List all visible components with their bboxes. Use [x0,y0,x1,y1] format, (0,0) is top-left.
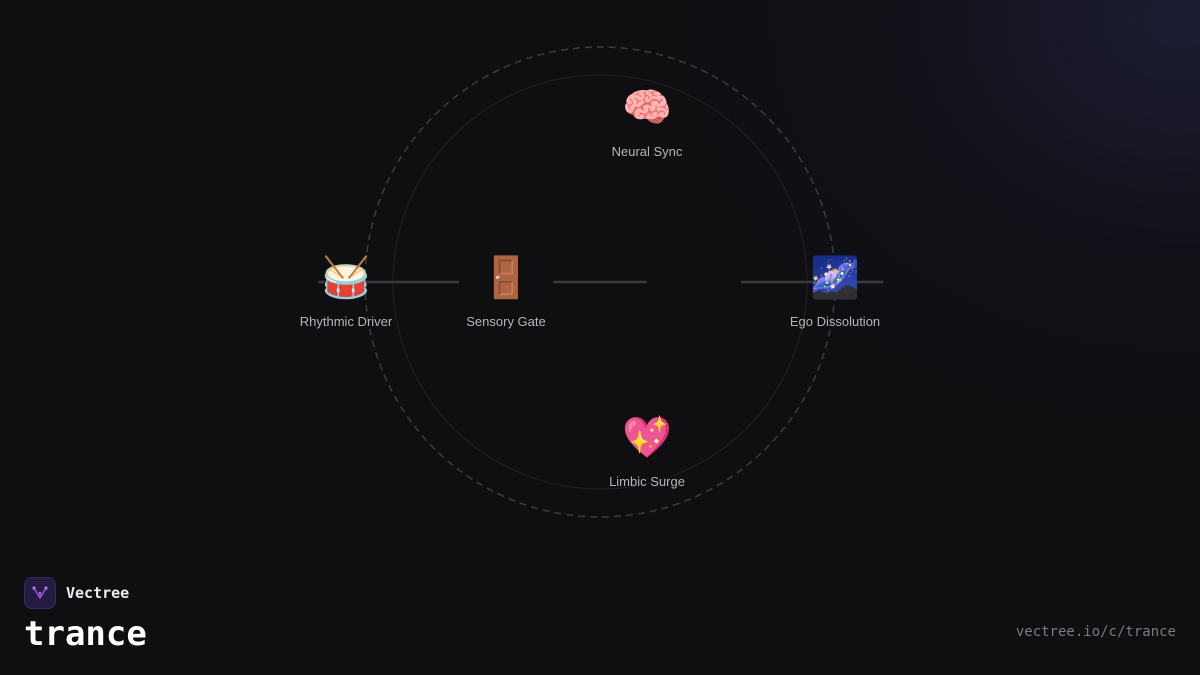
node-label: Limbic Surge [609,474,685,489]
door-icon: 🚪 [481,255,531,301]
brain-icon: 🧠 [622,85,672,131]
node-label: Neural Sync [611,144,683,159]
node-sensory-gate[interactable]: 🚪 Sensory Gate [426,253,586,329]
node-limbic-surge[interactable]: 💖 Limbic Surge [567,413,727,489]
brand-name: Vectree [66,584,130,602]
node-label: Ego Dissolution [789,314,881,329]
node-label: Sensory Gate [466,314,546,329]
brand[interactable]: Vectree [24,577,129,609]
milky-way-icon: 🌌 [810,255,860,301]
vectree-logo-icon [24,577,56,609]
page-url[interactable]: vectree.io/c/trance [1015,624,1176,640]
node-neural-sync[interactable]: 🧠 Neural Sync [567,83,727,159]
node-label: Rhythmic Driver [299,314,393,329]
drum-icon: 🥁 [321,255,371,301]
sparkling-heart-icon: 💖 [622,415,672,461]
node-ego-dissolution[interactable]: 🌌 Ego Dissolution [755,253,915,329]
node-rhythmic-driver[interactable]: 🥁 Rhythmic Driver [266,253,426,329]
page-title: trance [24,614,147,654]
